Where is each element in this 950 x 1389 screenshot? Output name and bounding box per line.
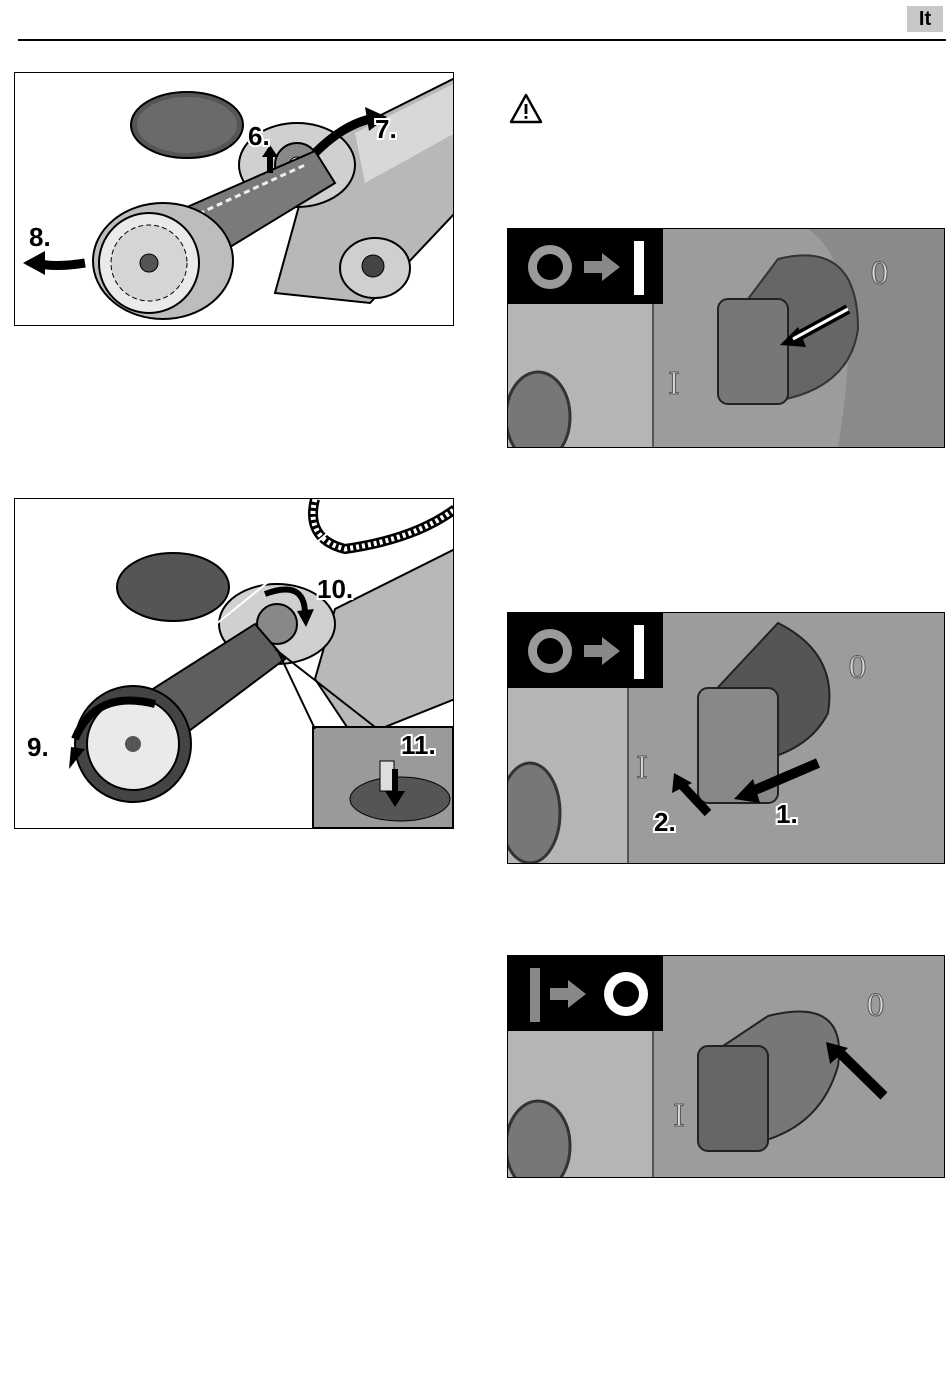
figure-switch-off: I 0	[507, 955, 945, 1178]
step-6-label: 6.	[248, 121, 270, 151]
switch-on-momentary-illustration: I 0 2. 1.	[508, 613, 944, 863]
language-tag: It	[907, 6, 943, 32]
warning-triangle-icon	[509, 93, 543, 125]
step-2-label: 2.	[654, 807, 676, 837]
svg-text:0: 0	[870, 257, 889, 292]
switch-on-lock-illustration: I 0	[508, 229, 944, 447]
svg-text:I: I	[673, 1099, 685, 1134]
svg-text:0: 0	[866, 989, 885, 1024]
header-rule	[18, 39, 946, 41]
step-7-label: 7.	[375, 114, 397, 144]
figure-belt-install: 10. 9. 11.	[14, 498, 454, 829]
belt-install-illustration: 10. 9. 11.	[15, 499, 453, 828]
figure-belt-removal: 6. 7. 8.	[14, 72, 454, 326]
step-1-label: 1.	[776, 799, 798, 829]
step-8-label: 8.	[29, 222, 51, 252]
figure-switch-on-lock: I 0	[507, 228, 945, 448]
figure-switch-on-momentary: I 0 2. 1.	[507, 612, 945, 864]
svg-text:I: I	[668, 367, 680, 402]
step-10-label: 10.	[317, 574, 353, 604]
svg-text:0: 0	[848, 651, 867, 686]
svg-text:I: I	[636, 751, 648, 786]
belt-removal-illustration: 6. 7. 8.	[15, 73, 453, 325]
step-9-label: 9.	[27, 732, 49, 762]
step-11-label: 11.	[401, 730, 436, 760]
switch-off-illustration: I 0	[508, 956, 944, 1177]
